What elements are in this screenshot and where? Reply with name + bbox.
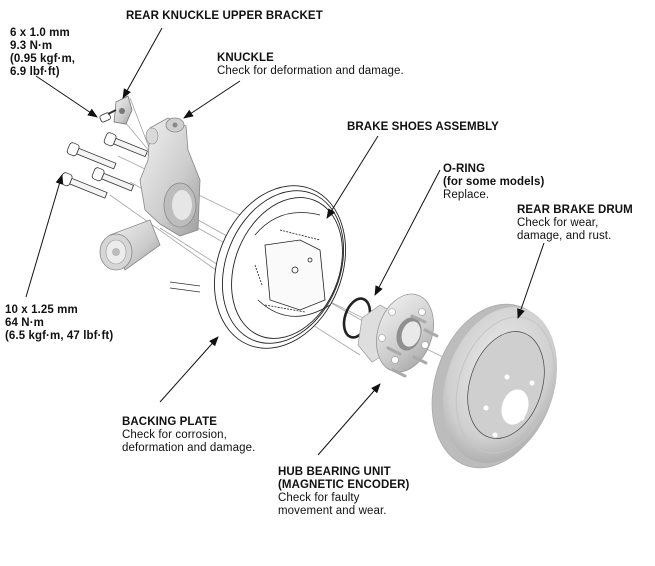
label-upper-bracket-title: REAR KNUCKLE UPPER BRACKET	[126, 10, 323, 22]
upper-bracket-part	[113, 95, 151, 151]
label-o-ring-subtitle: (for some models)	[443, 176, 545, 188]
label-hub-note: Check for faulty	[278, 492, 360, 504]
label-knuckle-title: KNUCKLE	[217, 52, 274, 64]
spec-line: 9.3 N·m	[10, 40, 53, 52]
label-knuckle: KNUCKLE Check for deformation and damage…	[217, 52, 404, 78]
label-drum-title: REAR BRAKE DRUM	[517, 204, 633, 216]
label-hub: HUB BEARING UNIT (MAGNETIC ENCODER) Chec…	[278, 466, 410, 518]
label-backing-plate: BACKING PLATE Check for corrosion, defor…	[122, 416, 255, 455]
label-brake-shoes-title: BRAKE SHOES ASSEMBLY	[347, 121, 499, 133]
label-o-ring-note: Replace.	[443, 189, 490, 201]
label-knuckle-bolts-spec: 10 x 1.25 mm 64 N·m (6.5 kgf·m, 47 lbf·f…	[5, 304, 113, 343]
arrow-brake-shoes	[326, 135, 379, 219]
knuckle-bolts-part	[59, 132, 148, 199]
label-upper-bracket: REAR KNUCKLE UPPER BRACKET	[126, 10, 323, 23]
bracket-bolt-part	[99, 109, 117, 123]
spec-line: 10 x 1.25 mm	[5, 304, 78, 316]
label-brake-shoes: BRAKE SHOES ASSEMBLY	[347, 121, 499, 134]
arrow-upper-bracket	[122, 27, 163, 99]
arrow-bracket-bolt	[35, 75, 98, 118]
label-backing-plate-title: BACKING PLATE	[122, 416, 218, 428]
label-hub-title: HUB BEARING UNIT	[278, 466, 391, 478]
arrow-knuckle-bolts	[25, 174, 64, 298]
label-drum-note: Check for wear,	[517, 217, 599, 229]
arrow-o-ring	[374, 169, 441, 296]
label-drum-note: damage, and rust.	[517, 230, 612, 242]
label-hub-title: (MAGNETIC ENCODER)	[278, 479, 410, 491]
hub-bearing-part	[357, 293, 439, 378]
label-backing-plate-note: Check for corrosion,	[122, 429, 227, 441]
brake-shoes-part	[254, 212, 331, 317]
parking-cable-part	[169, 281, 201, 293]
spec-line: (6.5 kgf·m, 47 lbf·ft)	[5, 330, 114, 342]
leader-arrows	[25, 27, 545, 456]
arrow-hub	[317, 383, 381, 456]
label-backing-plate-note: deformation and damage.	[122, 442, 256, 454]
spec-line: 64 N·m	[5, 317, 44, 329]
knuckle-part	[99, 117, 201, 271]
label-bracket-bolt-spec: 6 x 1.0 mm 9.3 N·m (0.95 kgf·m, 6.9 lbf·…	[10, 27, 75, 79]
label-o-ring-title: O-RING	[443, 163, 486, 175]
arrow-knuckle	[183, 80, 241, 119]
brake-drum-part	[431, 303, 557, 469]
label-hub-note: movement and wear.	[278, 505, 387, 517]
spec-line: (0.95 kgf·m,	[10, 53, 76, 65]
arrow-drum	[517, 242, 545, 319]
label-knuckle-note: Check for deformation and damage.	[217, 65, 404, 77]
arrow-backing-plate	[159, 336, 219, 403]
label-o-ring: O-RING (for some models) Replace.	[443, 163, 544, 202]
spec-line: 6.9 lbf·ft)	[10, 66, 60, 78]
label-drum: REAR BRAKE DRUM Check for wear, damage, …	[517, 204, 633, 243]
spec-line: 6 x 1.0 mm	[10, 27, 70, 39]
